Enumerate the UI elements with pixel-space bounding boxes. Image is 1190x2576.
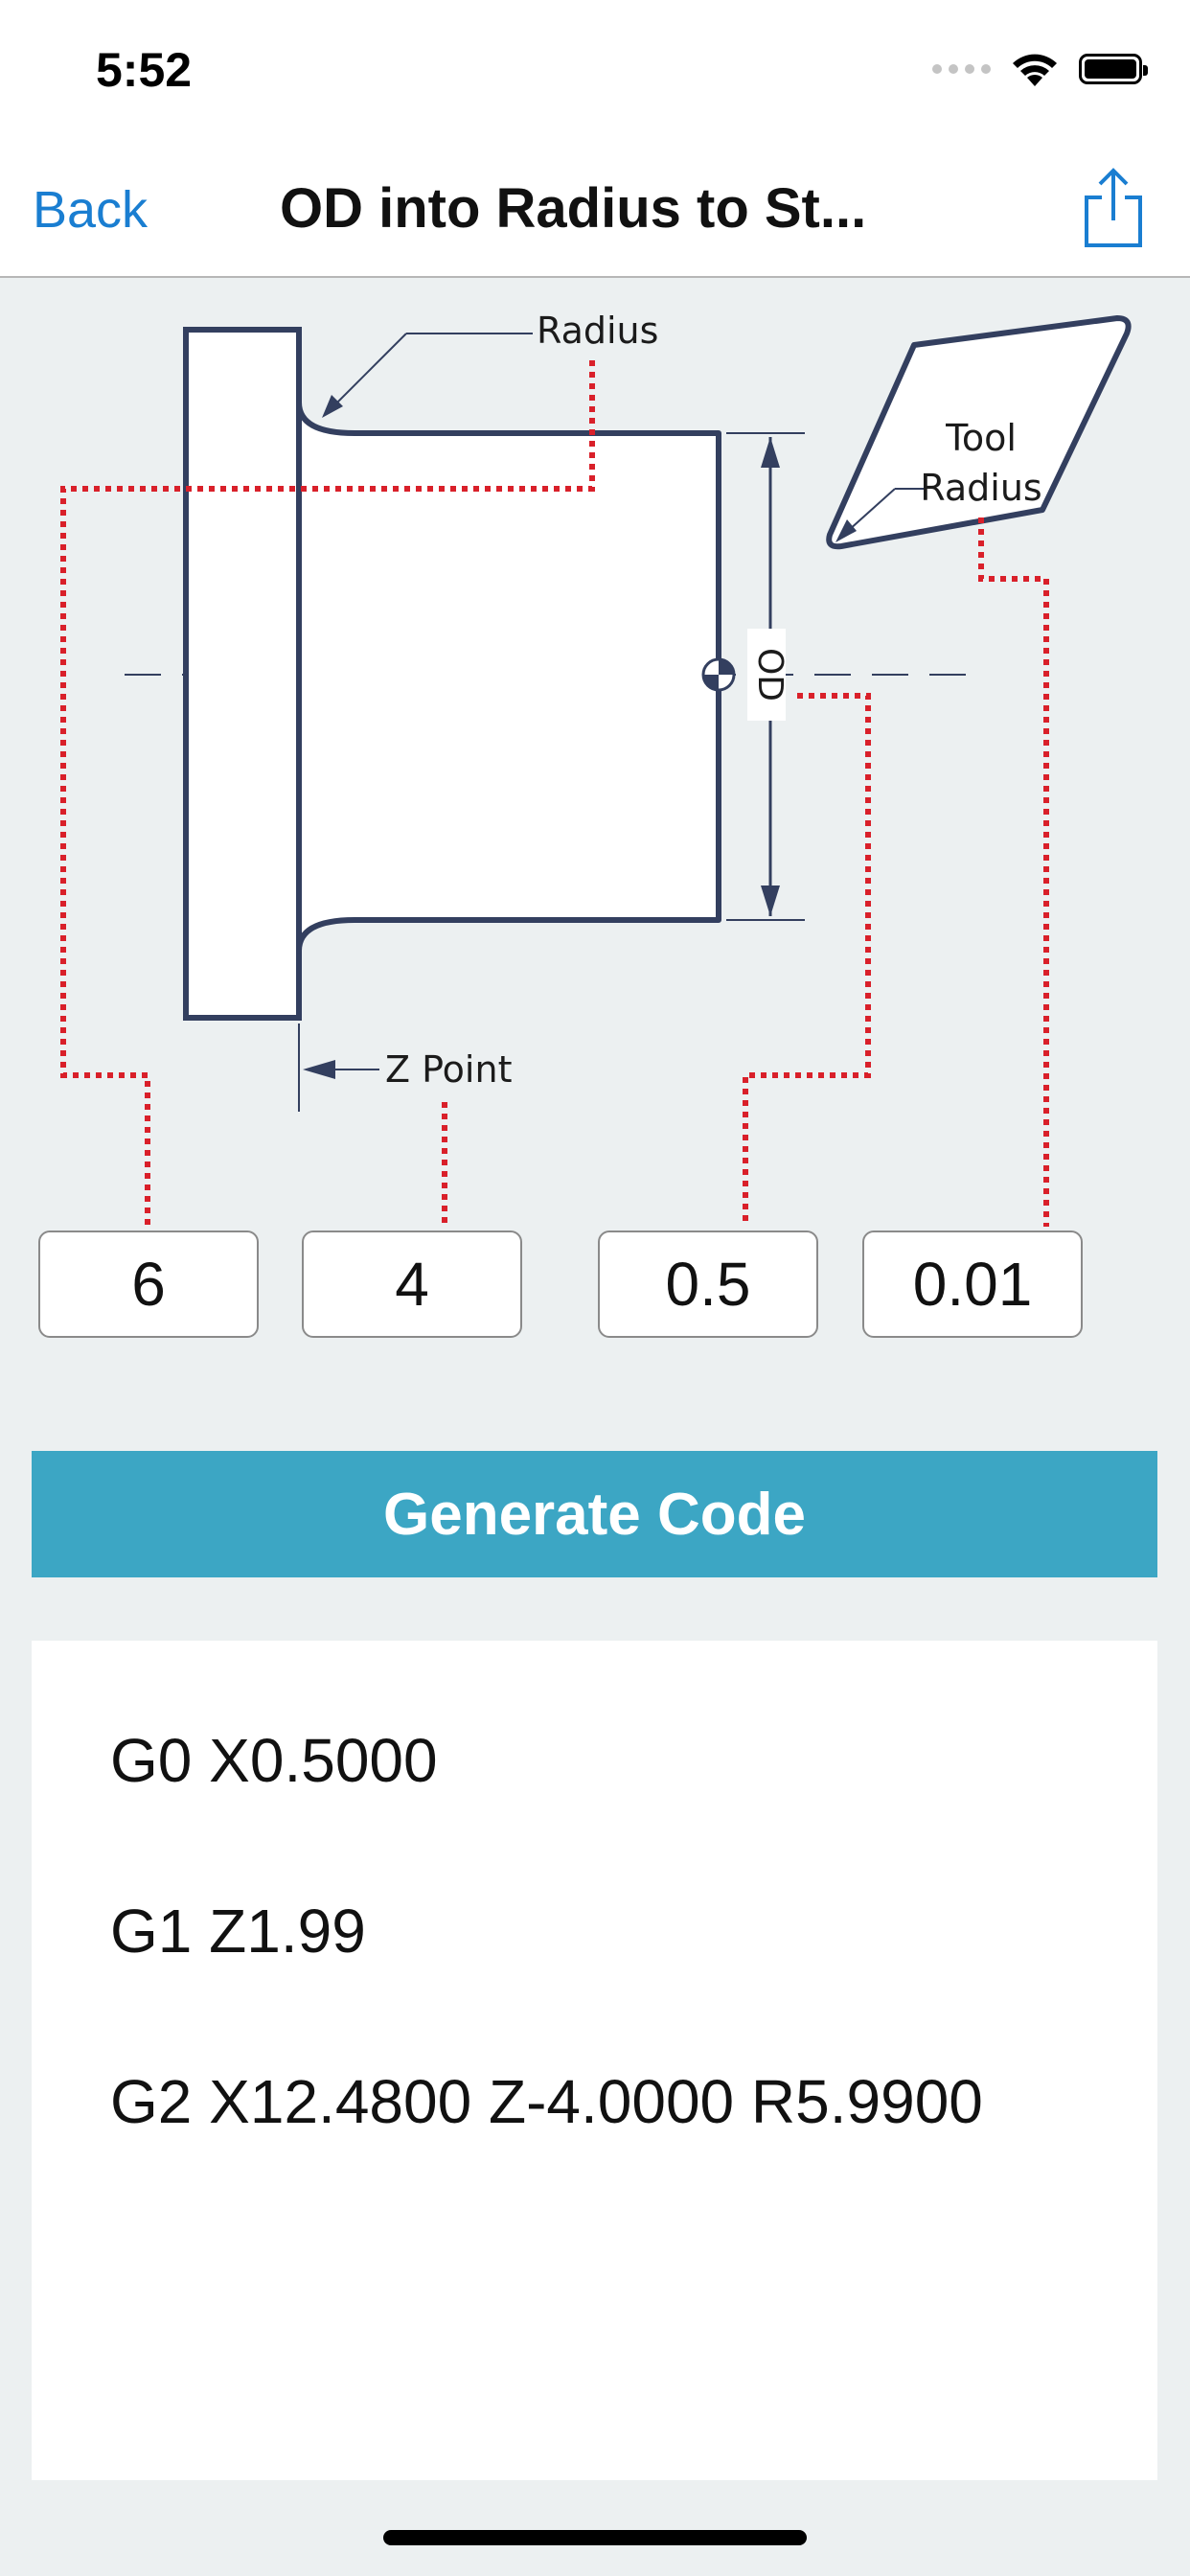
- home-indicator[interactable]: [383, 2530, 807, 2545]
- radius-leader: [60, 360, 595, 1227]
- share-icon[interactable]: [1079, 163, 1148, 249]
- od-input[interactable]: 0.5: [598, 1230, 818, 1338]
- part-flange: [183, 327, 302, 1021]
- code-line: G0 X0.5000: [110, 1726, 438, 1795]
- od-leader: [743, 693, 871, 1227]
- z-point-label: Z Point: [385, 1048, 512, 1091]
- tool-label: Tool: [945, 417, 1017, 459]
- page-title: OD into Radius to St...: [280, 177, 867, 240]
- code-line: G1 Z1.99: [110, 1897, 366, 1966]
- part-diagram: OD Radius Z Point Tool Radius: [60, 310, 1132, 1227]
- origin-marker-icon: [701, 657, 736, 692]
- status-time: 5:52: [96, 43, 193, 97]
- tool-radius-input[interactable]: 0.01: [862, 1230, 1083, 1338]
- radius-label: Radius: [537, 310, 658, 352]
- code-line: G2 X12.4800 Z-4.0000 R5.9900: [110, 2067, 983, 2136]
- z-point-input[interactable]: 4: [302, 1230, 522, 1338]
- navigation-bar: Back OD into Radius to St...: [0, 144, 1190, 278]
- tool-radius-leader: [978, 518, 1049, 1227]
- battery-icon: [1079, 54, 1148, 84]
- wifi-icon: [1013, 54, 1057, 86]
- part-shaft: [296, 400, 721, 954]
- generate-code-button[interactable]: Generate Code: [32, 1451, 1157, 1577]
- od-label: OD: [750, 648, 790, 702]
- status-icons: [932, 50, 1148, 88]
- code-output: G0 X0.5000 G1 Z1.99 G2 X12.4800 Z-4.0000…: [32, 1641, 1157, 2480]
- status-bar: 5:52: [0, 0, 1190, 144]
- signal-icon: [932, 64, 991, 74]
- radius-input[interactable]: 6: [38, 1230, 259, 1338]
- tool-radius-label: Radius: [920, 467, 1041, 509]
- back-button[interactable]: Back: [33, 181, 149, 239]
